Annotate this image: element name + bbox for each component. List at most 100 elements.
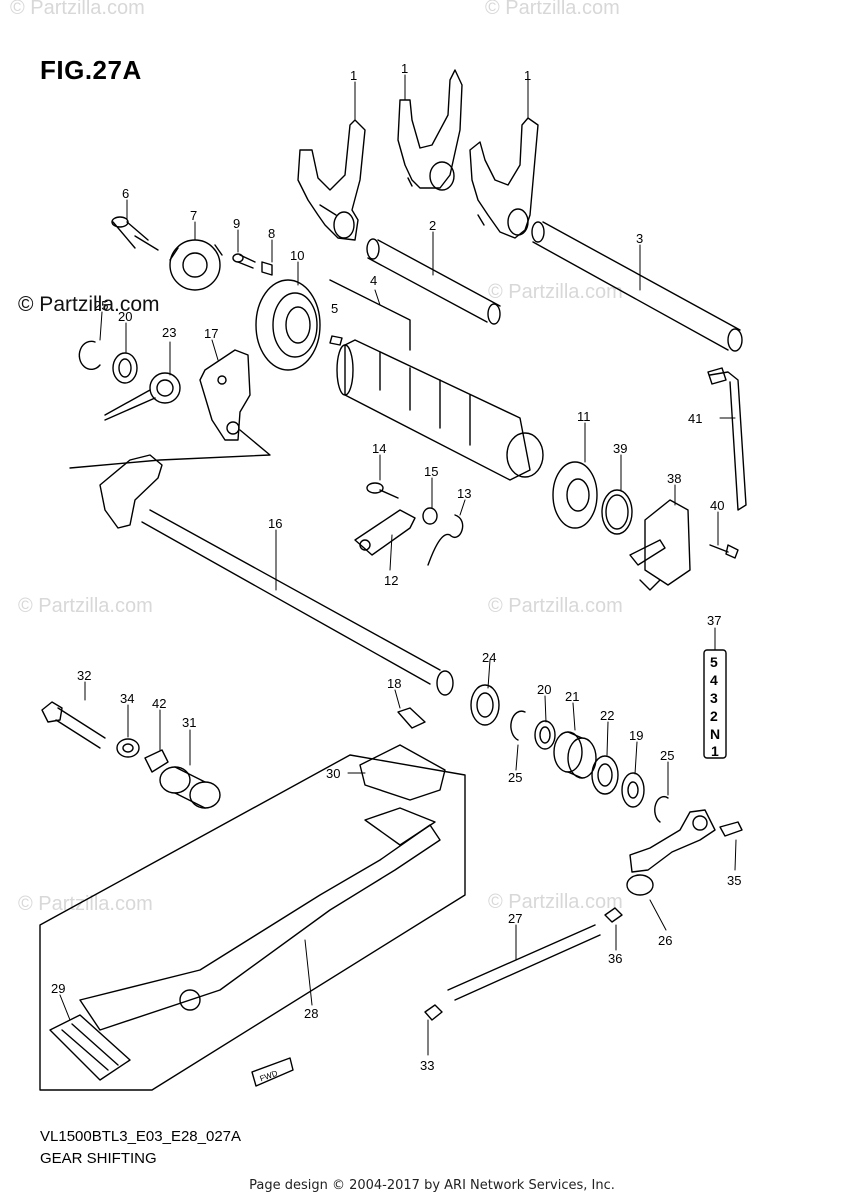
- circlip-25-right[interactable]: [654, 795, 669, 823]
- callout[interactable]: 20: [118, 309, 132, 324]
- callout[interactable]: 23: [162, 325, 176, 340]
- callout[interactable]: 30: [326, 766, 340, 781]
- callout[interactable]: 5: [331, 301, 338, 316]
- callout[interactable]: 22: [600, 708, 614, 723]
- shift-fork-right[interactable]: [469, 117, 539, 239]
- shift-fork-left[interactable]: [297, 119, 366, 241]
- bolt-40[interactable]: [709, 544, 739, 559]
- gearshift-rod-27[interactable]: [447, 924, 601, 1001]
- callout[interactable]: 29: [51, 981, 65, 996]
- callout[interactable]: 1: [350, 68, 357, 83]
- gearshift-cam-stopper[interactable]: [169, 239, 223, 291]
- spring-13[interactable]: [427, 514, 464, 566]
- bolt-35[interactable]: [719, 821, 743, 837]
- callout[interactable]: 24: [482, 650, 496, 665]
- gear-indicator-item: 1: [711, 743, 719, 759]
- nut-36[interactable]: [604, 907, 623, 923]
- washer-20-upper[interactable]: [112, 352, 138, 384]
- watermark-text: © Partzilla.com: [10, 0, 145, 19]
- bearing-11[interactable]: [552, 461, 598, 529]
- callout[interactable]: 33: [420, 1058, 434, 1073]
- callout[interactable]: 31: [182, 715, 196, 730]
- footer-text: Page design © 2004-2017 by ARI Network S…: [249, 1178, 615, 1193]
- callout[interactable]: 36: [608, 951, 622, 966]
- fork-shaft-3[interactable]: [531, 221, 743, 352]
- callout[interactable]: 25: [660, 748, 674, 763]
- callout[interactable]: 38: [667, 471, 681, 486]
- callout[interactable]: 1: [401, 61, 408, 76]
- gearshift-shaft[interactable]: [99, 454, 454, 696]
- callout[interactable]: 9: [233, 216, 240, 231]
- diagram-title: GEAR SHIFTING: [40, 1150, 157, 1167]
- o-ring-39[interactable]: [601, 489, 633, 535]
- oil-seal-22[interactable]: [591, 755, 619, 795]
- callout[interactable]: 26: [658, 933, 672, 948]
- fitting-18[interactable]: [397, 707, 426, 729]
- bolt-32[interactable]: [41, 701, 106, 749]
- circlip-25-lower[interactable]: [510, 710, 526, 741]
- callout[interactable]: 14: [372, 441, 386, 456]
- washer-34[interactable]: [116, 738, 140, 758]
- fork-shaft-2[interactable]: [366, 238, 501, 325]
- callout[interactable]: 25: [94, 298, 108, 313]
- gearshift-lever-26[interactable]: [626, 809, 716, 896]
- callout[interactable]: 4: [370, 273, 377, 288]
- pedal-rubber-30[interactable]: [359, 744, 446, 846]
- washer-19[interactable]: [621, 772, 645, 808]
- callout[interactable]: 25: [508, 770, 522, 785]
- callout[interactable]: 13: [457, 486, 471, 501]
- footpeg-rubber-29[interactable]: [49, 1014, 131, 1081]
- callout[interactable]: 40: [710, 498, 724, 513]
- callout[interactable]: 11: [577, 409, 591, 424]
- washer-42[interactable]: [144, 749, 169, 773]
- callout[interactable]: 17: [204, 326, 218, 341]
- spacer-31[interactable]: [159, 766, 221, 809]
- stopper-arm-12[interactable]: [354, 509, 416, 556]
- cam-stopper-bolt[interactable]: [111, 216, 159, 251]
- callout[interactable]: 41: [688, 411, 702, 426]
- callout[interactable]: 10: [290, 248, 304, 263]
- pin-5[interactable]: [329, 335, 343, 346]
- callout[interactable]: 15: [424, 464, 438, 479]
- callout[interactable]: 28: [304, 1006, 318, 1021]
- figure-title: FIG.27A: [40, 55, 142, 85]
- callout[interactable]: 34: [120, 691, 134, 706]
- washer-20-lower[interactable]: [534, 720, 556, 750]
- callout[interactable]: 27: [508, 911, 522, 926]
- washer-15[interactable]: [422, 507, 438, 525]
- bearing-10[interactable]: [255, 279, 321, 371]
- bearing-21[interactable]: [553, 731, 597, 779]
- watermark-text: © Partzilla.com: [18, 893, 153, 915]
- bolt-14[interactable]: [366, 482, 399, 499]
- gearshift-cam[interactable]: [329, 279, 544, 481]
- callout[interactable]: 20: [537, 682, 551, 697]
- callout[interactable]: 7: [190, 208, 197, 223]
- callout[interactable]: 8: [268, 226, 275, 241]
- callout[interactable]: 19: [629, 728, 643, 743]
- callout[interactable]: 42: [152, 696, 166, 711]
- spring-23[interactable]: [104, 372, 181, 421]
- callout[interactable]: 6: [122, 186, 129, 201]
- shift-fork-center[interactable]: [397, 69, 463, 191]
- callout[interactable]: 37: [707, 613, 721, 628]
- nut-33[interactable]: [424, 1004, 443, 1021]
- oil-seal-24[interactable]: [470, 684, 500, 726]
- callout[interactable]: 1: [524, 68, 531, 83]
- circlip-25-upper[interactable]: [78, 340, 101, 371]
- callout[interactable]: 21: [565, 689, 579, 704]
- callout[interactable]: 2: [429, 218, 436, 233]
- callout[interactable]: 18: [387, 676, 401, 691]
- screw-9[interactable]: [232, 253, 256, 269]
- callout[interactable]: 39: [613, 441, 627, 456]
- watermark-text: © Partzilla.com: [488, 281, 623, 303]
- cam-guide-plate[interactable]: [199, 349, 251, 441]
- callout[interactable]: 12: [384, 573, 398, 588]
- callout[interactable]: 32: [77, 668, 91, 683]
- gearshift-pedal-28[interactable]: [79, 824, 441, 1031]
- callout[interactable]: 3: [636, 231, 643, 246]
- gear-position-switch[interactable]: [629, 499, 691, 591]
- washer-8[interactable]: [261, 261, 273, 276]
- callout[interactable]: 35: [727, 873, 741, 888]
- clamp-41[interactable]: [707, 367, 747, 511]
- callout[interactable]: 16: [268, 516, 282, 531]
